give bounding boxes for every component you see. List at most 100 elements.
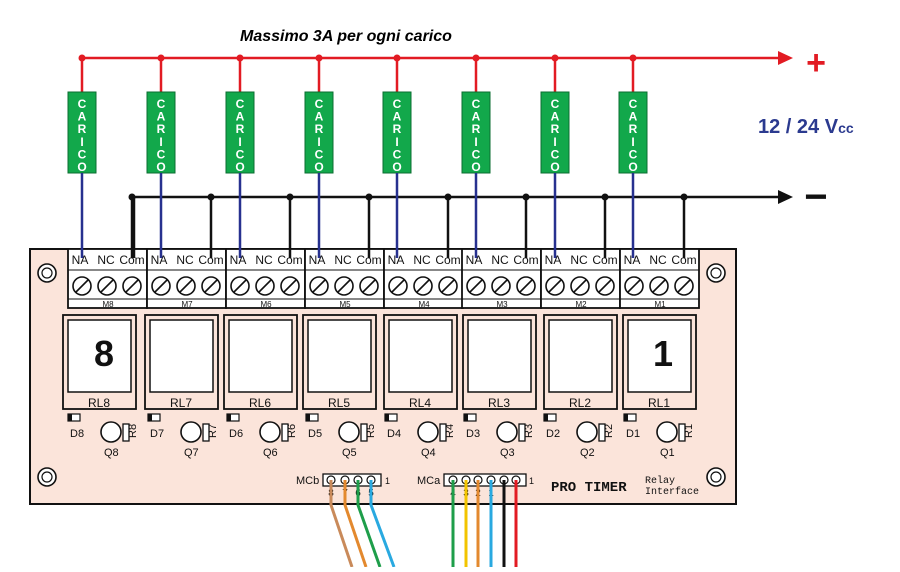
contact-label-com: Com [198,253,223,267]
relay-label: RL8 [88,396,110,410]
terminal-id: M4 [418,300,430,309]
junction-dot [680,193,688,201]
junction-dot [522,193,530,201]
transistor-body [576,421,598,443]
junction-dot [286,193,294,201]
terminal-id: M6 [260,300,272,309]
resistor-label: R2 [603,424,615,438]
load-letter: C [629,97,638,111]
relay-window [67,319,132,393]
diode-label: D8 [70,428,84,440]
junction-dot [444,193,452,201]
load-letter: C [551,97,560,111]
diode-label: D2 [546,428,560,440]
load-resistor [67,91,97,174]
load-letter: C [78,97,87,111]
mounting-hole [706,467,726,487]
mounting-hole [37,467,57,487]
load-letter: C [551,147,560,161]
mcb-pin1-mark: 1 [385,476,390,486]
diode-band [544,414,548,421]
mcb-wire [369,480,396,568]
contact-label-na: NA [72,253,89,267]
load-letter: C [629,147,638,161]
load-letter: O [471,160,480,174]
screw-slot [494,279,508,293]
supply-voltage-main: 12 / 24 V [758,116,839,138]
load-letter: C [157,147,166,161]
contact-label-com: Com [513,253,538,267]
load-letter: C [236,97,245,111]
transistor-body [100,421,122,443]
diode-label: D5 [308,428,322,440]
contact-label-na: NA [545,253,562,267]
diode-band [68,414,72,421]
load-letter: I [553,135,556,149]
junction-dot [601,193,609,201]
load-letter: A [78,110,87,124]
load-letter: R [629,122,638,136]
mcb-wire [343,480,368,568]
mca-pin1-mark: 1 [529,476,534,486]
minus-sign: − [804,175,827,219]
resistor-label: R1 [683,424,695,438]
mounting-hole-inner [710,267,722,279]
load-letter: I [631,135,634,149]
relay-label: RL5 [328,396,350,410]
diode-band [464,414,468,421]
junction-dot [551,54,559,62]
transistor-label: Q2 [580,447,595,459]
terminal-id: M5 [339,300,351,309]
contact-label-nc: NC [176,253,194,267]
load-resistor [225,91,255,174]
negative-arrow [778,190,793,204]
contact-label-com: Com [277,253,302,267]
load-letter: I [395,135,398,149]
terminal-id: M3 [496,300,508,309]
resistor-body [598,423,606,442]
positive-arrow [778,51,793,65]
relay-window [388,319,453,393]
relay-label: RL1 [648,396,670,410]
screw-slot [204,279,218,293]
terminal-id: M8 [102,300,114,309]
load-letter: R [236,122,245,136]
contact-label-com: Com [435,253,460,267]
load-letter: O [550,160,559,174]
big-number-8: 8 [94,333,114,374]
load-letter: A [629,110,638,124]
supply-voltage-sub: cc [838,120,854,136]
diode-label: D6 [229,428,243,440]
transistor-body [656,421,678,443]
load-letter: C [157,97,166,111]
junction-dot [365,193,373,201]
screw-slot [677,279,691,293]
resistor-body [281,423,289,442]
relay-window [467,319,532,393]
screw-slot [573,279,587,293]
contact-label-nc: NC [491,253,509,267]
contact-label-com: Com [671,253,696,267]
mcb-wire [356,480,382,568]
plus-sign: + [806,44,826,82]
mounting-hole [706,263,726,283]
relay-label: RL4 [409,396,431,410]
transistor-label: Q7 [184,447,199,459]
load-letter: I [159,135,162,149]
load-letter: I [238,135,241,149]
load-letter: A [315,110,324,124]
relay-window [149,319,214,393]
load-letter: R [551,122,560,136]
screw-slot [179,279,193,293]
diode-band [624,414,628,421]
